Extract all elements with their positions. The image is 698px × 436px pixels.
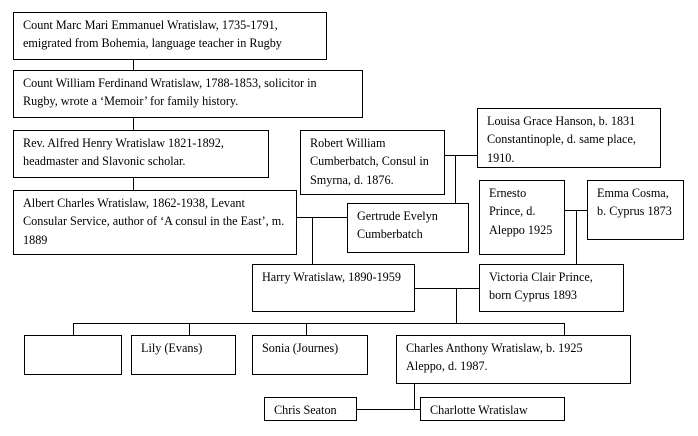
person-text-alfred: Rev. Alfred Henry Wratislaw 1821-1892, h…: [23, 136, 224, 169]
person-box-ernesto: Ernesto Prince, d. Aleppo 1925: [479, 180, 565, 255]
person-box-sonia: Sonia (Journes): [252, 335, 368, 375]
person-box-william: Count William Ferdinand Wratislaw, 1788-…: [13, 70, 363, 118]
person-text-robert: Robert William Cumberbatch, Consul in Sm…: [310, 136, 429, 187]
person-box-gertrude: Gertrude Evelyn Cumberbatch: [347, 203, 469, 253]
person-box-albert: Albert Charles Wratislaw, 1862-1938, Lev…: [13, 190, 297, 255]
person-text-gertrude: Gertrude Evelyn Cumberbatch: [357, 209, 438, 242]
person-box-charles: Charles Anthony Wratislaw, b. 1925 Alepp…: [396, 335, 631, 384]
person-text-ernesto: Ernesto Prince, d. Aleppo 1925: [489, 186, 553, 237]
person-text-victoria: Victoria Clair Prince, born Cyprus 1893: [489, 270, 593, 303]
person-box-emma: Emma Cosma, b. Cyprus 1873: [587, 180, 684, 240]
person-text-lily: Lily (Evans): [141, 341, 203, 355]
person-text-harry: Harry Wratislaw, 1890-1959: [262, 270, 401, 284]
person-box-robert: Robert William Cumberbatch, Consul in Sm…: [300, 130, 445, 195]
person-box-chris: Chris Seaton: [264, 397, 357, 421]
person-box-unnamed-child: [24, 335, 122, 375]
person-box-louisa: Louisa Grace Hanson, b. 1831 Constantino…: [477, 108, 661, 168]
person-text-charlotte: Charlotte Wratislaw: [430, 403, 528, 417]
person-text-marc: Count Marc Mari Emmanuel Wratislaw, 1735…: [23, 18, 282, 51]
person-text-emma: Emma Cosma, b. Cyprus 1873: [597, 186, 672, 219]
person-box-alfred: Rev. Alfred Henry Wratislaw 1821-1892, h…: [13, 130, 269, 178]
person-box-harry: Harry Wratislaw, 1890-1959: [252, 264, 415, 312]
person-text-chris: Chris Seaton: [274, 403, 337, 417]
person-text-sonia: Sonia (Journes): [262, 341, 339, 355]
person-box-charlotte: Charlotte Wratislaw: [420, 397, 565, 421]
person-box-lily: Lily (Evans): [131, 335, 236, 375]
person-box-victoria: Victoria Clair Prince, born Cyprus 1893: [479, 264, 624, 312]
person-text-louisa: Louisa Grace Hanson, b. 1831 Constantino…: [487, 114, 636, 165]
person-text-william: Count William Ferdinand Wratislaw, 1788-…: [23, 76, 317, 109]
person-text-charles: Charles Anthony Wratislaw, b. 1925 Alepp…: [406, 341, 583, 374]
person-text-albert: Albert Charles Wratislaw, 1862-1938, Lev…: [23, 196, 285, 247]
person-box-marc: Count Marc Mari Emmanuel Wratislaw, 1735…: [13, 12, 327, 60]
